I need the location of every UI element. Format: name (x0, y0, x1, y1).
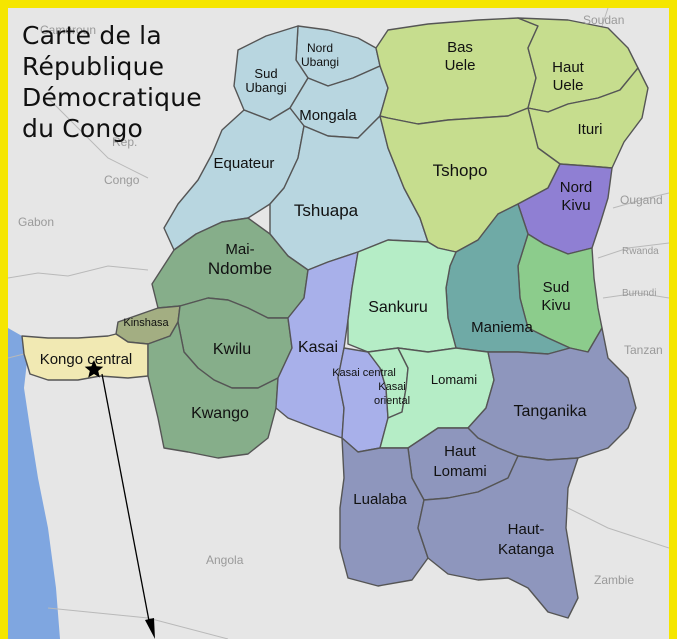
label-nord-kivu-2: Kivu (561, 197, 590, 214)
label-bas-uele: Bas (447, 39, 473, 56)
neighbor-labels: Soudan Cameroun Rep. Congo Gabon Ougand … (18, 13, 663, 587)
label-kasai: Kasai (298, 339, 338, 356)
title-line-1: Carte de la (22, 21, 162, 50)
pointer-arrow (101, 373, 155, 639)
label-lomami: Lomami (431, 372, 477, 387)
label-mai-ndombe: Mai- (225, 241, 254, 258)
arrow-head (145, 618, 155, 639)
label-kasai-oriental: Kasai (378, 381, 406, 393)
label-nord-ubangi: Nord (307, 41, 333, 55)
label-haut-lomami-2: Lomami (433, 463, 486, 480)
label-mai-ndombe-2: Ndombe (208, 259, 272, 278)
label-haut-lomami: Haut (444, 443, 477, 460)
label-ouganda: Ougand (620, 193, 663, 207)
label-haut-uele: Haut (552, 59, 585, 76)
label-sankuru: Sankuru (368, 299, 428, 316)
label-gabon: Gabon (18, 215, 54, 229)
provinces (21, 17, 649, 619)
drc-map[interactable]: Soudan Cameroun Rep. Congo Gabon Ougand … (8, 8, 669, 639)
label-lualaba: Lualaba (353, 491, 407, 508)
label-rwanda: Rwanda (622, 246, 659, 257)
label-sud-ubangi: Sud (254, 66, 277, 81)
label-soudan: Soudan (583, 13, 624, 27)
label-kongo-central: Kongo central (40, 351, 133, 368)
arrow-line (101, 373, 151, 627)
label-nord-ubangi-2: Ubangi (301, 55, 339, 69)
label-haut-katanga-2: Katanga (498, 541, 555, 558)
title-line-2: République (22, 52, 165, 81)
label-tshuapa: Tshuapa (294, 201, 359, 220)
label-mongala: Mongala (299, 107, 357, 124)
label-angola: Angola (206, 553, 244, 567)
label-equateur: Equateur (214, 155, 275, 172)
label-sud-kivu-2: Kivu (541, 297, 570, 314)
atlantic-ocean (8, 328, 60, 639)
title-line-3: Démocratique (22, 83, 202, 112)
title-line-4: du Congo (22, 114, 144, 143)
label-sud-ubangi-2: Ubangi (245, 80, 286, 95)
province-sankuru[interactable] (347, 239, 457, 353)
label-tanzanie: Tanzan (624, 343, 663, 357)
label-kwilu: Kwilu (213, 341, 251, 358)
label-kwango: Kwango (191, 405, 249, 422)
label-kasai-oriental-2: oriental (374, 395, 410, 407)
label-kinshasa: Kinshasa (123, 317, 169, 329)
label-ituri: Ituri (577, 121, 602, 138)
label-sud-kivu: Sud (543, 279, 570, 296)
province-haut-katanga[interactable] (417, 455, 579, 619)
map-title: Carte de la République Démocratique du C… (22, 20, 202, 144)
label-zambie: Zambie (594, 573, 634, 587)
label-nord-kivu: Nord (560, 179, 593, 196)
star-icon[interactable] (84, 360, 104, 378)
label-haut-uele-2: Uele (553, 77, 584, 94)
label-kasai-central: Kasai central (332, 367, 396, 379)
label-rep-congo-2: Congo (104, 173, 140, 187)
label-cameroun: Cameroun (40, 23, 96, 37)
label-maniema: Maniema (471, 319, 533, 336)
label-tanganika: Tanganika (514, 403, 587, 420)
label-haut-katanga: Haut- (508, 521, 545, 538)
label-tshopo: Tshopo (433, 161, 488, 180)
label-rep-congo: Rep. (112, 135, 137, 149)
province-labels: Nord Ubangi Sud Ubangi Mongala Equateur … (40, 39, 603, 558)
label-bas-uele-2: Uele (445, 57, 476, 74)
label-burundi: Burundi (622, 288, 656, 299)
